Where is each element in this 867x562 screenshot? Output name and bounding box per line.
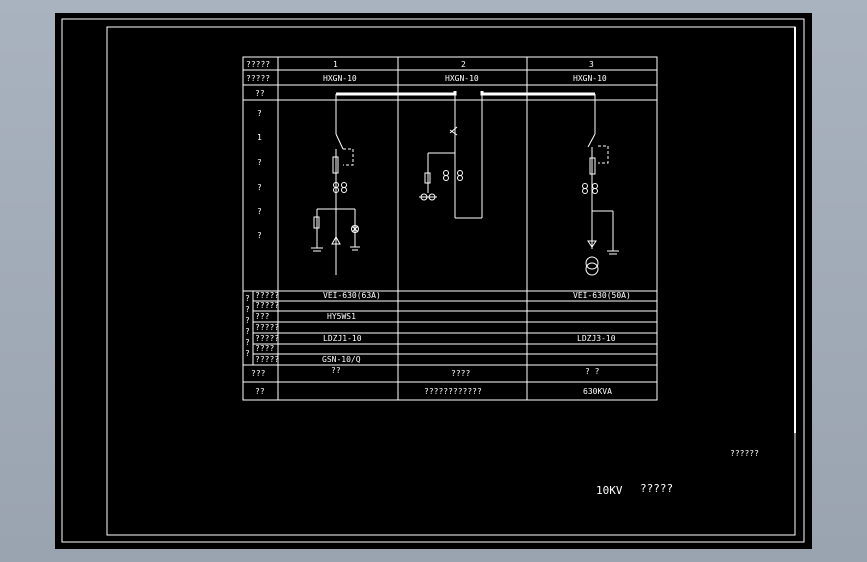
group-mark-1: ?: [245, 294, 250, 303]
equipment-value-ct-col1: LDZJ1-10: [323, 334, 362, 343]
diagram-side-label-1: ?: [257, 109, 262, 118]
footer-value-1-col2: ????: [451, 369, 470, 378]
drawing-title-suffix: ?????: [640, 482, 673, 495]
cabinet-model-2: HXGN-10: [445, 74, 479, 83]
equipment-value-indicator-col1: GSN-10/Q: [322, 355, 361, 364]
footer-value-1-col1: ??: [331, 366, 341, 375]
equipment-row-label-3: ???: [255, 312, 270, 321]
row-label-cabinet-model: ?????: [246, 74, 270, 83]
equipment-value-fuse-col1: VEI-630(63A): [323, 291, 381, 300]
drawing-title-prefix: 10KV: [596, 484, 623, 497]
busbar-right: [480, 91, 595, 96]
cabinet-model-1: HXGN-10: [323, 74, 357, 83]
cabinet-number-1: 1: [333, 60, 338, 69]
footer-value-1-col3: ? ?: [585, 367, 600, 376]
cabinet-3-circuit: [582, 94, 619, 276]
outer-frame: [61, 18, 805, 543]
equipment-row-label-7: ?????: [255, 355, 279, 364]
footer-value-2-col3: 630KVA: [583, 387, 612, 396]
equipment-value-ct-col3: LDZJ3-10: [577, 334, 616, 343]
equipment-row-label-6: ????: [255, 344, 274, 353]
cabinet-model-3: HXGN-10: [573, 74, 607, 83]
cabinet-number-2: 2: [461, 60, 466, 69]
equipment-row-label-1: ?????: [255, 291, 279, 300]
equipment-row-label-2: ?????: [255, 301, 279, 310]
group-mark-5: ?: [245, 338, 250, 347]
cabinet-2-circuit: [419, 94, 483, 219]
equipment-value-arrester-col1: HY5WS1: [327, 312, 356, 321]
cabinet-1-circuit: [311, 94, 360, 275]
footer-row-label-2: ??: [255, 387, 265, 396]
group-mark-6: ?: [245, 349, 250, 358]
diagram-side-label-3: ?: [257, 158, 262, 167]
diagram-side-label-6: ?: [257, 231, 262, 240]
diagram-side-label-2: 1: [257, 133, 262, 142]
single-line-diagram: ????? ????? ?? 1 2 3 HXGN-10 HXGN-10 HXG…: [61, 18, 805, 543]
group-mark-4: ?: [245, 327, 250, 336]
row-label-cabinet-number: ?????: [246, 60, 270, 69]
equipment-row-label-5: ?????: [255, 334, 279, 343]
drawing-number: ??????: [730, 449, 759, 458]
equipment-value-fuse-col3: VEI-630(50A): [573, 291, 631, 300]
busbar-left: [336, 91, 457, 96]
diagram-side-label-4: ?: [257, 183, 262, 192]
row-label-bus: ??: [255, 89, 265, 98]
footer-row-label-1: ???: [251, 369, 266, 378]
group-mark-2: ?: [245, 305, 250, 314]
equipment-row-label-4: ?????: [255, 323, 279, 332]
group-mark-3: ?: [245, 316, 250, 325]
inner-frame: [106, 26, 796, 536]
schematic-table: [242, 56, 658, 401]
footer-value-2-col2: ????????????: [424, 387, 482, 396]
diagram-side-label-5: ?: [257, 207, 262, 216]
cabinet-number-3: 3: [589, 60, 594, 69]
drawing-sheet: ????? ????? ?? 1 2 3 HXGN-10 HXGN-10 HXG…: [55, 13, 812, 549]
